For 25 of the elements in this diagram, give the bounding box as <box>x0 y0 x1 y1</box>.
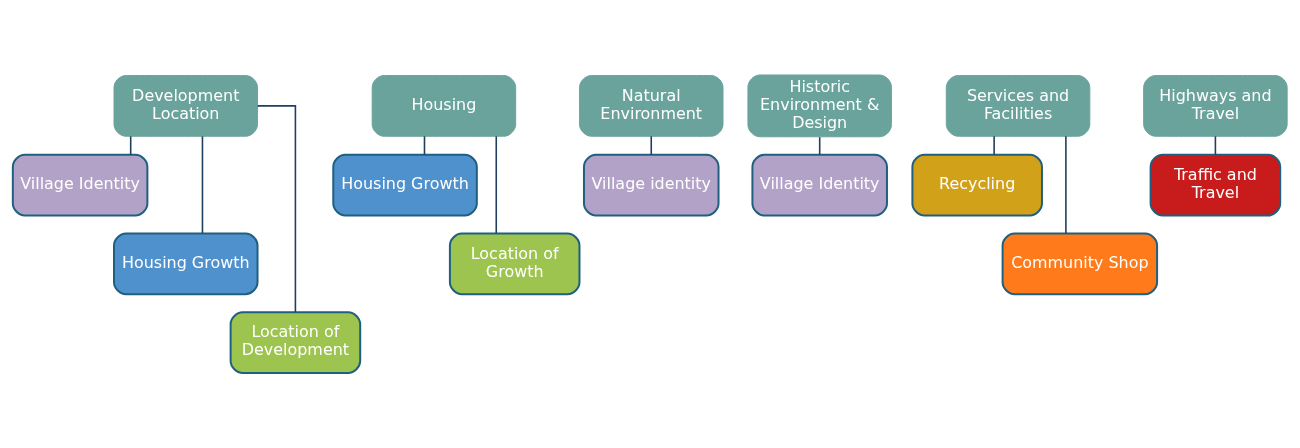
node-box: Historic Environment & Design <box>747 74 892 138</box>
connector <box>650 135 653 156</box>
node-box: Housing Growth <box>113 232 259 296</box>
node-box: Community Shop <box>1001 232 1159 296</box>
node-box: Housing <box>371 75 517 137</box>
node-box: Traffic and Travel <box>1149 153 1282 217</box>
node-box: Location of Development <box>229 311 362 374</box>
node-box: Services and Facilities <box>945 75 1091 137</box>
connector <box>256 105 297 313</box>
connector <box>495 135 498 235</box>
node-box: Development Location <box>113 75 259 137</box>
node-box: Housing Growth <box>332 153 478 217</box>
node-box: Village Identity <box>11 153 149 217</box>
node-box: Highways and Travel <box>1143 75 1288 137</box>
node-box: Natural Environment <box>579 75 724 137</box>
node-box: Location of Growth <box>448 232 581 296</box>
connector <box>1065 135 1067 235</box>
connector <box>1214 135 1217 156</box>
node-box: Recycling <box>911 153 1043 217</box>
connector <box>993 135 995 156</box>
connector <box>423 135 426 156</box>
connector <box>129 135 132 156</box>
node-box: Village identity <box>582 153 720 217</box>
connector <box>201 135 204 235</box>
node-box: Village Identity <box>751 153 888 217</box>
